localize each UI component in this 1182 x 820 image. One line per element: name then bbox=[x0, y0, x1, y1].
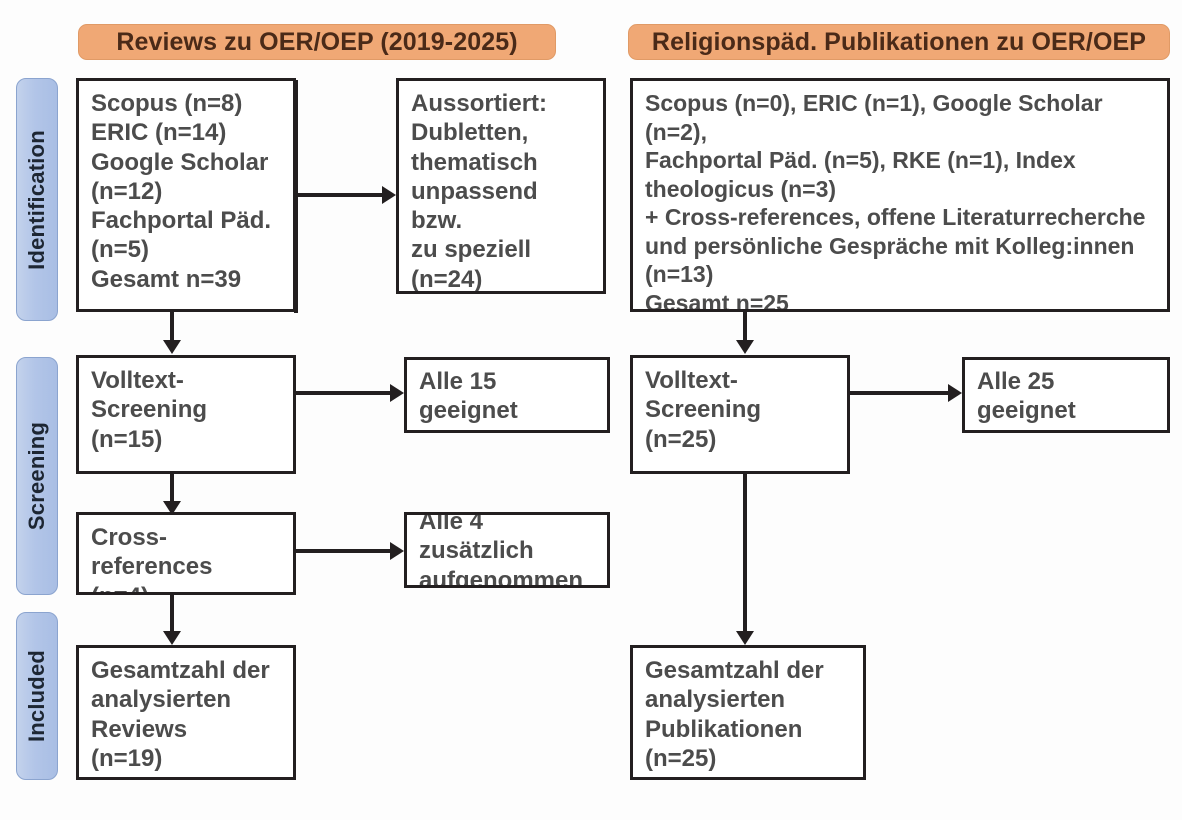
box-left-fulltext-screening: Volltext- Screening (n=15) bbox=[76, 355, 296, 474]
phase-band-screening-label: Screening bbox=[24, 421, 49, 531]
arrowhead-right-sources-to-screening bbox=[736, 340, 754, 354]
box-right-screening-result: Alle 25 geeignet bbox=[962, 357, 1170, 433]
box-left-crossrefs-result: Alle 4 zusätzlich aufgenommen bbox=[404, 512, 610, 588]
arrowhead-left-screening-to-result bbox=[390, 384, 404, 402]
column-header-reviews: Reviews zu OER/OEP (2019-2025) bbox=[78, 24, 556, 60]
connector-left-screening-to-result bbox=[294, 391, 392, 395]
phase-band-included: Included bbox=[16, 612, 58, 780]
arrowhead-left-sources-to-screening bbox=[163, 340, 181, 354]
connector-left-sources-to-screening bbox=[170, 310, 174, 342]
connector-left-crossrefs-to-included bbox=[170, 593, 174, 633]
box-left-screening-result: Alle 15 geeignet bbox=[404, 357, 610, 433]
arrowhead-left-crossrefs-to-included bbox=[163, 631, 181, 645]
box-left-excluded: Aussortiert: Dubletten, thematisch unpas… bbox=[396, 78, 606, 294]
phase-band-included-label: Included bbox=[24, 649, 49, 743]
column-header-reviews-label: Reviews zu OER/OEP (2019-2025) bbox=[116, 27, 518, 56]
connector-left-screening-to-crossrefs bbox=[170, 472, 174, 503]
box-left-crossrefs: Cross-references (n=4) bbox=[76, 512, 296, 595]
arrowhead-left-crossrefs-to-result bbox=[390, 542, 404, 560]
connector-right-screening-to-result bbox=[848, 391, 950, 395]
arrowhead-right-screening-to-included bbox=[736, 631, 754, 645]
box-right-included-total: Gesamtzahl der analysierten Publikatione… bbox=[630, 645, 866, 780]
connector-right-screening-to-included bbox=[743, 472, 747, 633]
arrowhead-right-screening-to-result bbox=[948, 384, 962, 402]
connector-left-sources-to-excluded-arm bbox=[294, 193, 384, 197]
phase-band-identification: Identification bbox=[16, 78, 58, 321]
phase-band-screening: Screening bbox=[16, 357, 58, 595]
box-left-included-total: Gesamtzahl der analysierten Reviews (n=1… bbox=[76, 645, 296, 780]
column-header-religionspaed: Religionspäd. Publikationen zu OER/OEP bbox=[628, 24, 1170, 60]
arrowhead-left-screening-to-crossrefs bbox=[163, 501, 181, 515]
box-right-fulltext-screening: Volltext- Screening (n=25) bbox=[630, 355, 850, 474]
connector-left-crossrefs-to-result bbox=[294, 549, 392, 553]
phase-band-identification-label: Identification bbox=[24, 129, 49, 270]
column-header-religionspaed-label: Religionspäd. Publikationen zu OER/OEP bbox=[651, 27, 1147, 56]
connector-right-sources-to-screening bbox=[743, 310, 747, 342]
box-right-sources: Scopus (n=0), ERIC (n=1), Google Scholar… bbox=[630, 78, 1170, 312]
arrowhead-left-sources-to-excluded bbox=[382, 186, 396, 204]
box-left-sources: Scopus (n=8) ERIC (n=14) Google Scholar … bbox=[76, 78, 296, 312]
